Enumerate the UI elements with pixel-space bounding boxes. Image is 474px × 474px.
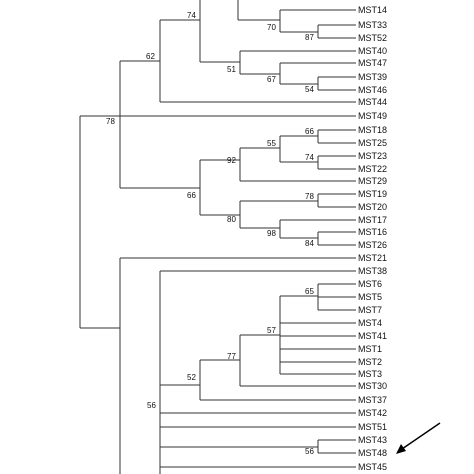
taxon-label: MST14 [358, 5, 387, 15]
bootstrap-label: 54 [305, 85, 314, 94]
bootstrap-label: 55 [267, 139, 276, 148]
bootstrap-label: 56 [147, 401, 156, 410]
taxon-label: MST6 [358, 279, 382, 289]
taxon-label: MST17 [358, 215, 387, 225]
bootstrap-label: 66 [305, 127, 314, 136]
taxon-label: MST51 [358, 422, 387, 432]
bootstrap-label: 80 [227, 215, 236, 224]
bootstrap-label: 84 [305, 239, 314, 248]
taxon-label: MST2 [358, 357, 382, 367]
bootstrap-label: 74 [187, 11, 196, 20]
bootstrap-label: 77 [227, 352, 236, 361]
bootstrap-label: 98 [267, 229, 276, 238]
bootstrap-label: 51 [227, 65, 236, 74]
taxon-label: MST44 [358, 97, 387, 107]
taxon-label: MST41 [358, 331, 387, 341]
taxon-label: MST1 [358, 344, 382, 354]
taxon-label: MST26 [358, 240, 387, 250]
bootstrap-label: 67 [267, 75, 276, 84]
taxon-label: MST48 [358, 448, 387, 458]
taxon-label: MST22 [358, 164, 387, 174]
taxon-label: MST42 [358, 408, 387, 418]
bootstrap-label: 74 [305, 153, 314, 162]
taxon-label: MST29 [358, 176, 387, 186]
taxon-label: MST46 [358, 85, 387, 95]
bootstrap-label: 70 [267, 23, 276, 32]
bootstrap-label: 65 [305, 287, 314, 296]
bootstrap-label: 87 [305, 33, 314, 42]
taxon-label: MST37 [358, 395, 387, 405]
bootstrap-label: 92 [227, 156, 236, 165]
taxon-label: MST16 [358, 227, 387, 237]
bootstrap-label: 52 [187, 373, 196, 382]
taxon-label: MST45 [358, 462, 387, 472]
bootstrap-label: 56 [305, 447, 314, 456]
taxon-label: MST7 [358, 305, 382, 315]
bootstrap-label: 78 [305, 192, 314, 201]
taxon-label: MST5 [358, 292, 382, 302]
taxon-label: MST38 [358, 266, 387, 276]
taxon-label: MST19 [358, 189, 387, 199]
taxon-label: MST52 [358, 33, 387, 43]
taxon-label: MST49 [358, 111, 387, 121]
taxon-label: MST43 [358, 435, 387, 445]
taxon-label: MST47 [358, 58, 387, 68]
taxon-label: MST3 [358, 369, 382, 379]
arrowhead [396, 444, 406, 454]
taxon-label: MST39 [358, 72, 387, 82]
bootstrap-label: 57 [267, 326, 276, 335]
bootstrap-label: 66 [187, 191, 196, 200]
taxon-label: MST30 [358, 381, 387, 391]
taxon-label: MST4 [358, 318, 382, 328]
taxon-label: MST23 [358, 151, 387, 161]
taxon-label: MST20 [358, 202, 387, 212]
arrow [401, 422, 441, 450]
taxon-label: MST25 [358, 138, 387, 148]
taxon-label: MST18 [358, 125, 387, 135]
taxon-label: MST40 [358, 46, 387, 56]
bootstrap-label: 78 [106, 117, 115, 126]
taxon-label: MST21 [358, 253, 387, 263]
bootstrap-label: 62 [146, 52, 155, 61]
taxon-label: MST33 [358, 20, 387, 30]
